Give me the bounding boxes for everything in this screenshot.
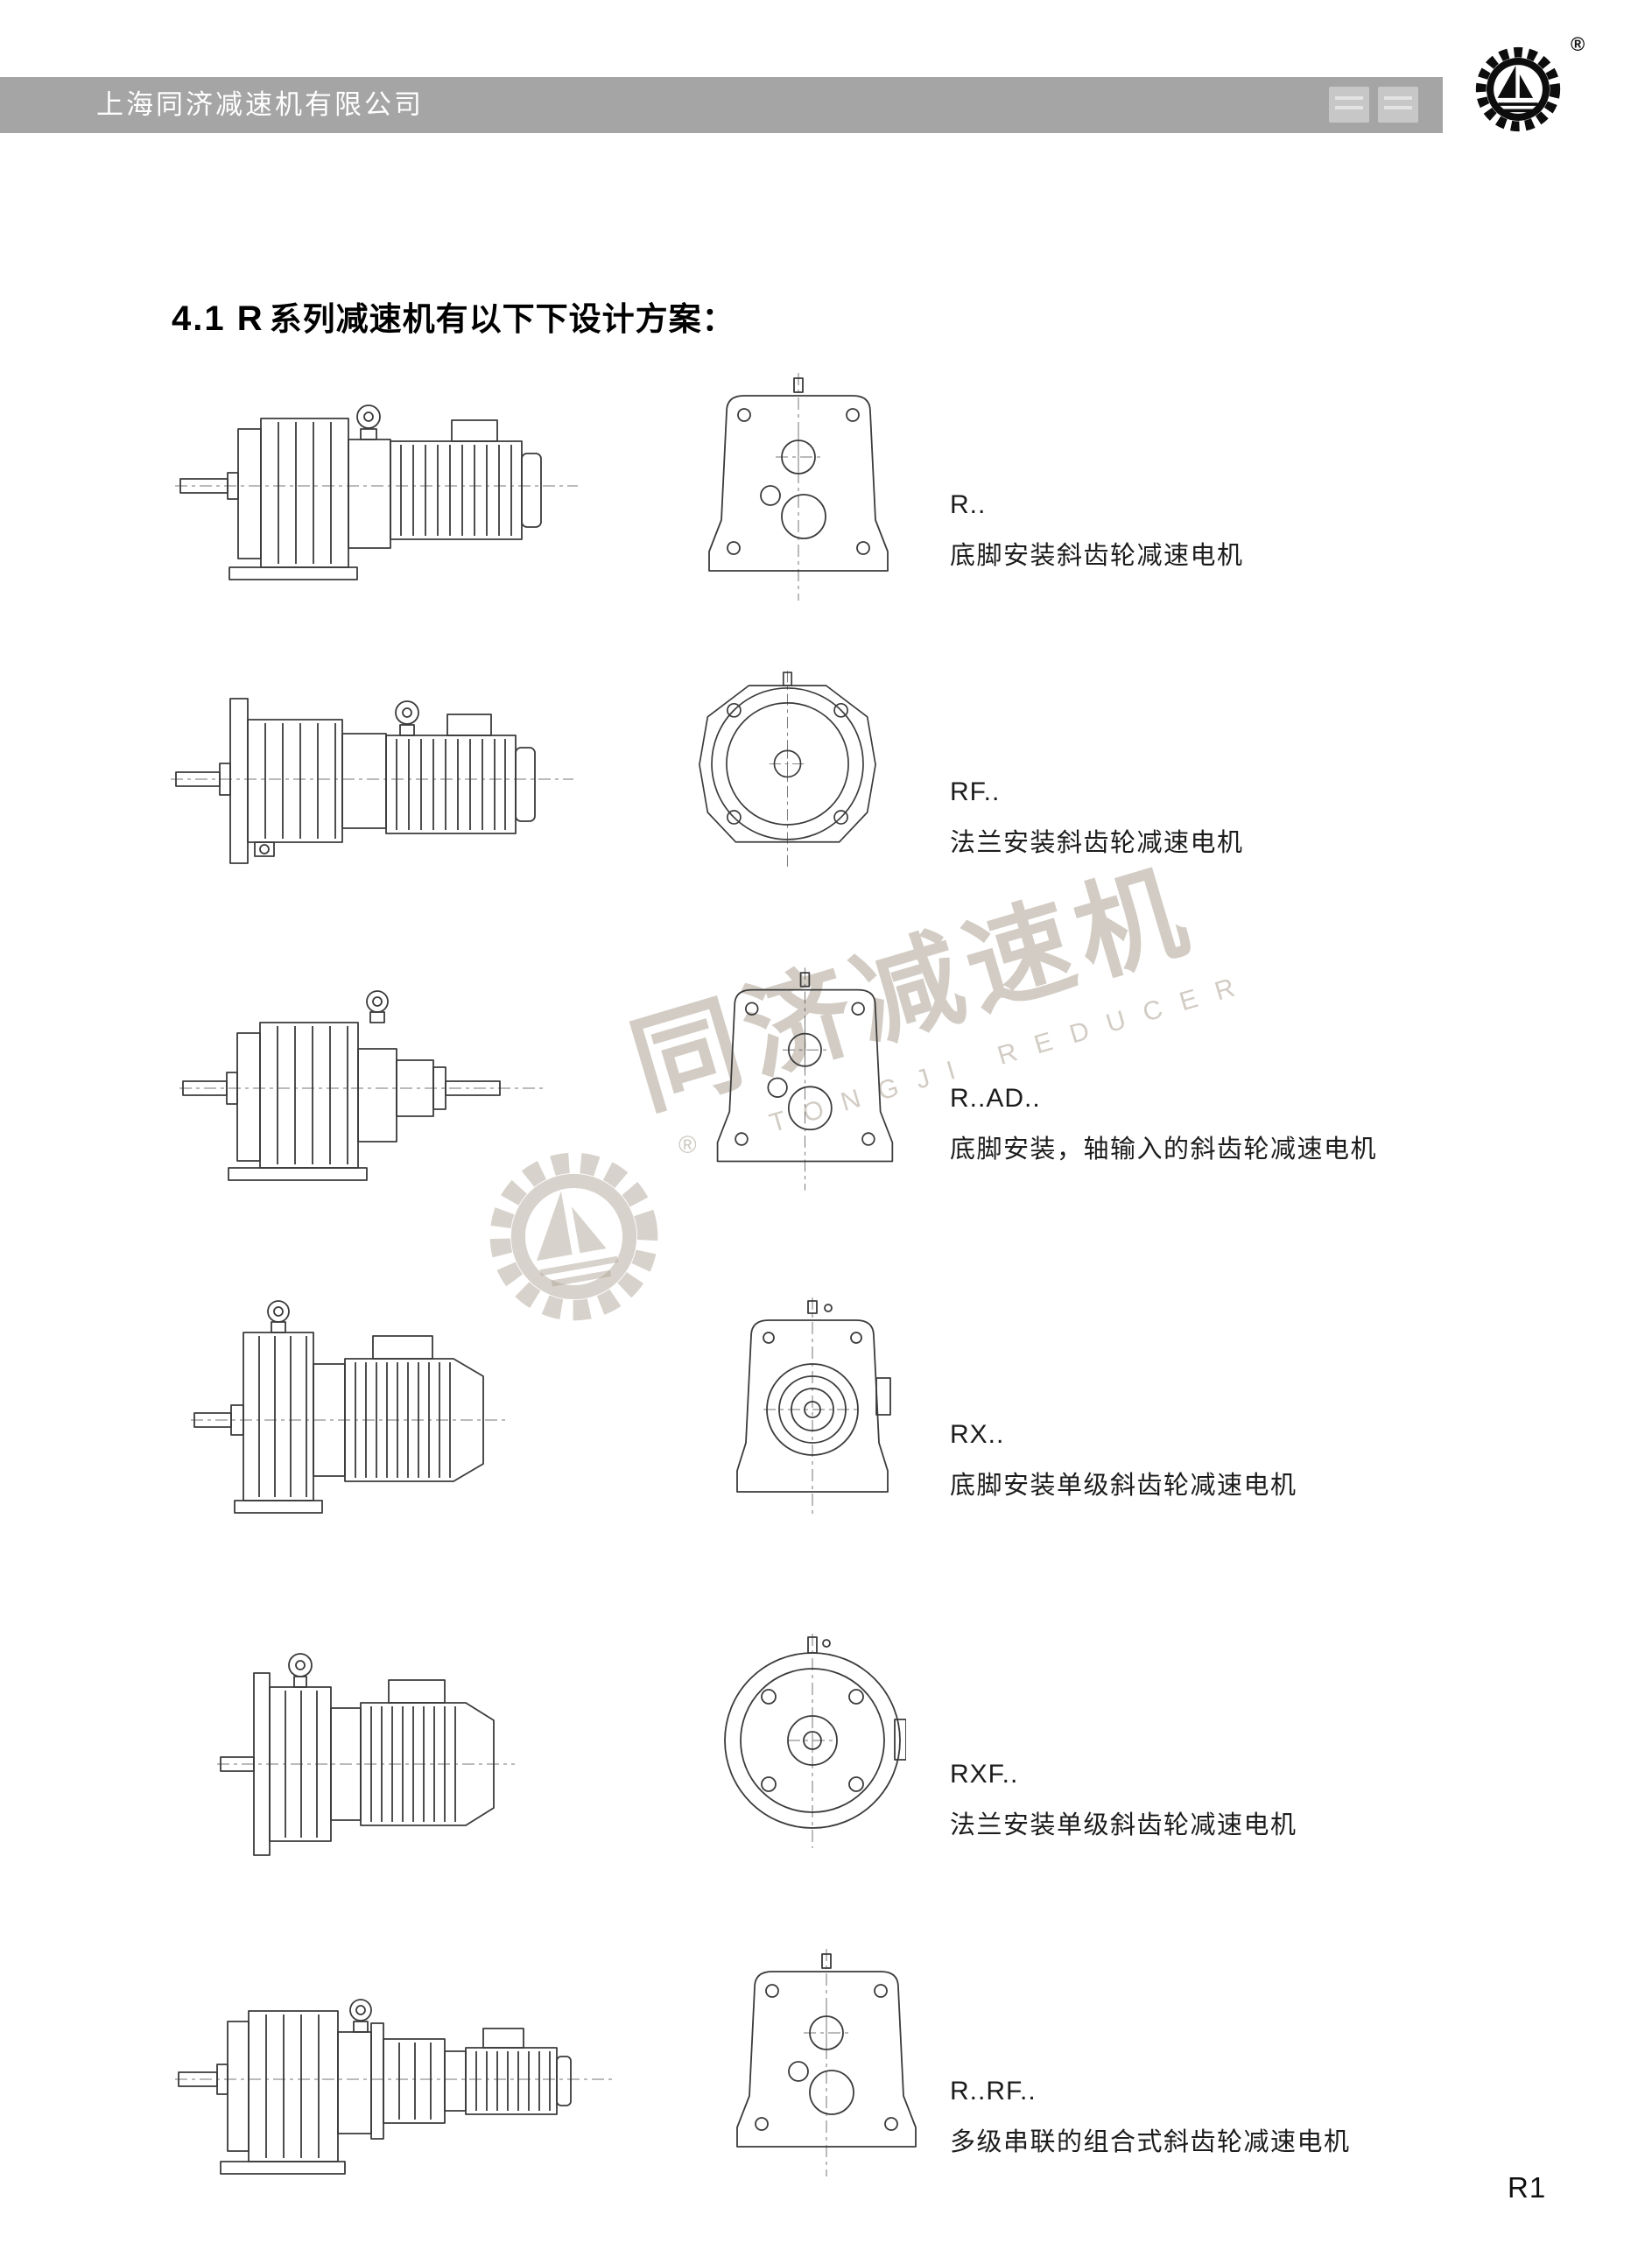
header-band: 上海同济减速机有限公司 <box>0 77 1652 133</box>
model-description: 底脚安装，轴输入的斜齿轮减速电机 <box>950 1136 1378 1164</box>
watermark-registered-mark: ® <box>678 1131 697 1158</box>
side-view-drawing-rrf <box>175 1965 613 2193</box>
front-view-drawing-rad <box>700 967 906 1191</box>
side-view-drawing-rx <box>191 1280 506 1538</box>
side-view-drawing-r <box>175 368 578 600</box>
front-view-drawing-rxf <box>718 1634 906 1848</box>
tongji-gear-logo-icon <box>1471 42 1565 137</box>
front-view-drawing-r <box>692 373 902 601</box>
section-number: 4.1 R <box>172 299 264 338</box>
model-code: RXF.. <box>950 1760 1019 1789</box>
model-label-rxf: RXF.. 法兰安装单级斜齿轮减速电机 <box>950 1760 1297 1841</box>
page-number: R1 <box>1508 2171 1547 2204</box>
registered-mark: ® <box>1571 33 1585 55</box>
section-text: 系列减速机有以下下设计方案： <box>269 301 735 337</box>
model-description: 法兰安装单级斜齿轮减速电机 <box>950 1811 1297 1839</box>
model-code: RF.. <box>950 777 1001 806</box>
side-view-drawing-rxf <box>217 1624 515 1882</box>
model-code: RX.. <box>950 1420 1005 1449</box>
front-view-drawing-rx <box>718 1297 906 1516</box>
page-icon-right <box>1378 87 1418 123</box>
front-view-drawing-rf <box>685 671 890 868</box>
model-description: 底脚安装斜齿轮减速电机 <box>950 542 1244 570</box>
model-label-rad: R..AD.. 底脚安装，轴输入的斜齿轮减速电机 <box>950 1084 1377 1165</box>
logo-box: ® <box>1443 32 1652 149</box>
model-code: R..AD.. <box>950 1084 1041 1113</box>
side-view-drawing-rad <box>179 970 547 1198</box>
page-icon-left <box>1329 87 1369 123</box>
front-view-drawing-rrf <box>720 1949 930 2176</box>
model-description: 底脚安装单级斜齿轮减速电机 <box>950 1472 1297 1500</box>
model-label-rx: RX.. 底脚安装单级斜齿轮减速电机 <box>950 1420 1297 1501</box>
model-label-r: R.. 底脚安装斜齿轮减速电机 <box>950 490 1244 572</box>
model-code: R.. <box>950 490 987 519</box>
model-description: 法兰安装斜齿轮减速电机 <box>950 829 1244 857</box>
pages-icon <box>1329 87 1418 123</box>
model-label-rf: RF.. 法兰安装斜齿轮减速电机 <box>950 777 1244 859</box>
model-label-rrf: R..RF.. 多级串联的组合式斜齿轮减速电机 <box>950 2077 1351 2158</box>
side-view-drawing-rf <box>171 665 573 889</box>
model-description: 多级串联的组合式斜齿轮减速电机 <box>950 2128 1351 2156</box>
company-name: 上海同济减速机有限公司 <box>96 89 424 120</box>
model-code: R..RF.. <box>950 2077 1037 2106</box>
